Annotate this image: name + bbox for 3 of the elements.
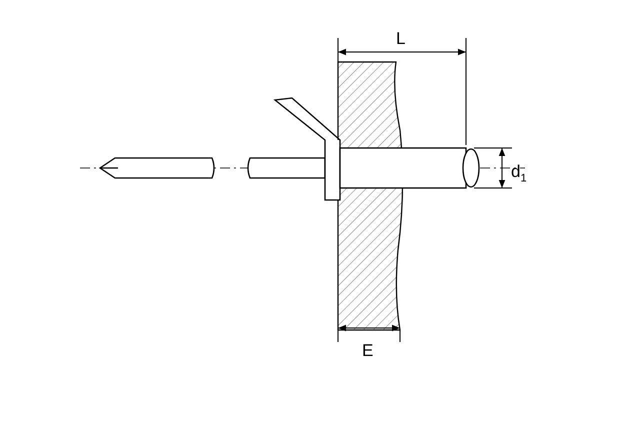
dimension-label: E [362,342,374,359]
dimension-label: L [396,30,406,47]
dimension-label: d$_{1}$ [511,163,527,184]
